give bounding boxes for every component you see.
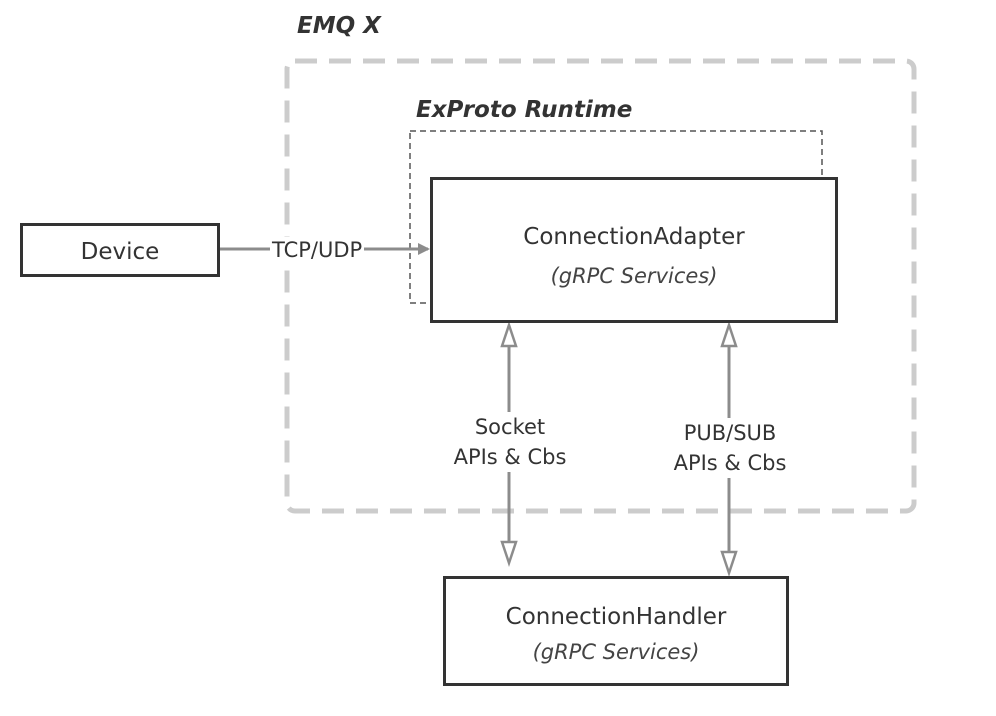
device-node: Device (20, 223, 220, 277)
emqx-group-border (284, 58, 917, 514)
emqx-group-title: EMQ X (297, 13, 381, 39)
socket-label-line1: Socket (474, 415, 546, 439)
connection-handler-node: ConnectionHandler (gRPC Services) (443, 576, 789, 686)
pubsub-arrowhead-up (720, 321, 738, 348)
exproto-runtime-title: ExProto Runtime (416, 97, 633, 123)
pubsub-label: PUB/SUB APIs & Cbs (664, 418, 796, 478)
connection-handler-subtitle: (gRPC Services) (532, 640, 700, 664)
tcp-udp-label: TCP/UDP (270, 237, 365, 263)
socket-label-line2: APIs & Cbs (453, 445, 567, 469)
connection-adapter-node: ConnectionAdapter (gRPC Services) (430, 177, 838, 323)
socket-arrowhead-up (500, 321, 518, 348)
connection-adapter-subtitle: (gRPC Services) (550, 264, 718, 288)
pubsub-label-line2: APIs & Cbs (673, 451, 787, 475)
pubsub-arrowhead-down (720, 550, 738, 577)
socket-label: Socket APIs & Cbs (444, 412, 576, 472)
socket-arrowhead-down (500, 540, 518, 567)
device-label: Device (80, 239, 160, 265)
connection-adapter-label: ConnectionAdapter (523, 224, 745, 250)
pubsub-label-line1: PUB/SUB (683, 421, 777, 445)
connection-handler-label: ConnectionHandler (505, 604, 727, 630)
